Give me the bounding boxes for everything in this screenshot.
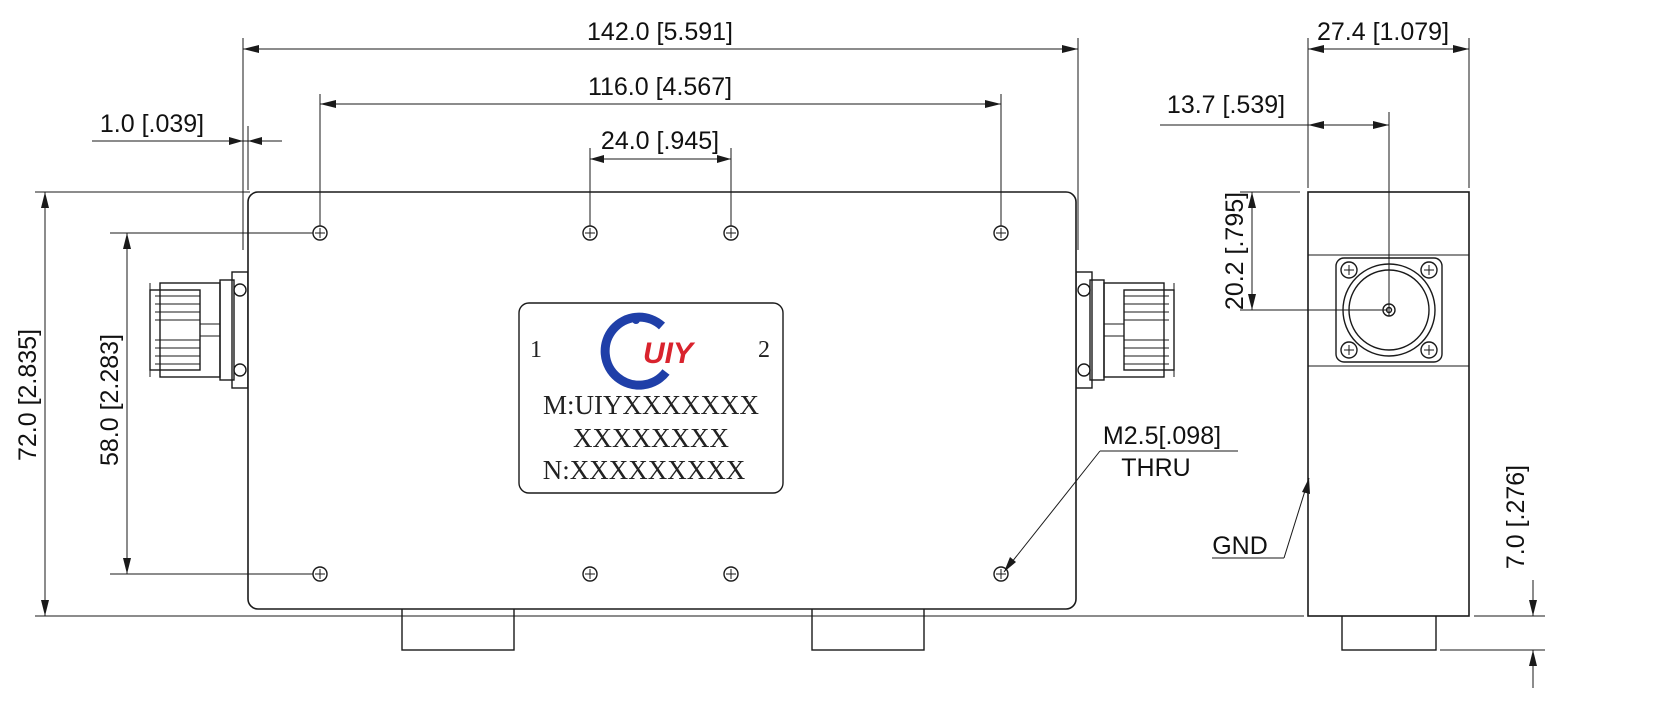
side-foot [1341,613,1437,651]
mounting-hole [582,225,598,241]
dim-flange-offset: 1.0 [.039] [92,110,282,190]
dim-hole-span-outer-text: 116.0 [4.567] [588,73,732,101]
dim-connector-height-text: 20.2 [.795] [1221,192,1249,310]
callout-hole-thru: M2.5[.098] THRU [1003,422,1238,573]
mounting-hole [993,225,1009,241]
dim-flange-offset-text: 1.0 [.039] [100,110,204,138]
dim-side-center-text: 13.7 [.539] [1167,91,1285,119]
serial-line: N:XXXXXXXXX [543,455,746,485]
bottom-foot-left [401,607,515,651]
dim-side-width-text: 27.4 [1.079] [1317,18,1449,46]
mounting-hole [723,225,739,241]
gnd-text: GND [1212,532,1268,560]
dim-side-width: 27.4 [1.079] [1307,18,1470,188]
left-connector [149,271,249,389]
label-plate: UIY 1 2 M:UIYXXXXXXX XXXXXXXX N:XXXXXXXX… [518,302,784,494]
dim-overall-length-text: 142.0 [5.591] [587,18,733,46]
mounting-hole [723,566,739,582]
hole-type-text: THRU [1121,454,1190,482]
bottom-foot-right [811,607,925,651]
uiy-logo: UIY [600,312,696,390]
logo-text: UIY [643,337,696,370]
mounting-hole [312,225,328,241]
port-2-label: 2 [758,337,770,363]
front-view: UIY 1 2 M:UIYXXXXXXX XXXXXXXX N:XXXXXXXX… [14,18,1304,651]
dim-gnd-height-text: 7.0 [.276] [1502,465,1530,569]
dim-hole-span-vertical-text: 58.0 [2.283] [96,334,124,466]
dim-overall-height-text: 72.0 [2.835] [14,329,42,461]
dim-hole-span-vertical: 58.0 [2.283] [96,232,313,575]
dim-hole-span-outer: 116.0 [4.567] [319,73,1002,226]
dim-overall-height: 72.0 [2.835] [14,191,1304,617]
housing-body [247,191,1077,610]
dim-side-center: 13.7 [.539] [1160,91,1390,316]
model-line: M:UIYXXXXXXX [543,390,759,420]
side-view: 27.4 [1.079] 13.7 [.539] 20.2 [.795] [1160,18,1545,688]
dim-gnd-height: 7.0 [.276] [1440,465,1545,688]
dim-connector-height: 20.2 [.795] [1221,191,1388,311]
dim-hole-span-inner: 24.0 [.945] [589,127,732,226]
mounting-hole [993,566,1009,582]
dim-hole-span-inner-text: 24.0 [.945] [601,127,719,155]
dim-overall-length: 142.0 [5.591] [242,18,1079,250]
mounting-hole [312,566,328,582]
port-1-label: 1 [530,337,542,363]
callout-gnd: GND [1212,477,1310,560]
right-connector [1075,271,1175,389]
model-line-2: XXXXXXXX [573,423,729,453]
mounting-hole [582,566,598,582]
hole-size-text: M2.5[.098] [1103,422,1221,450]
